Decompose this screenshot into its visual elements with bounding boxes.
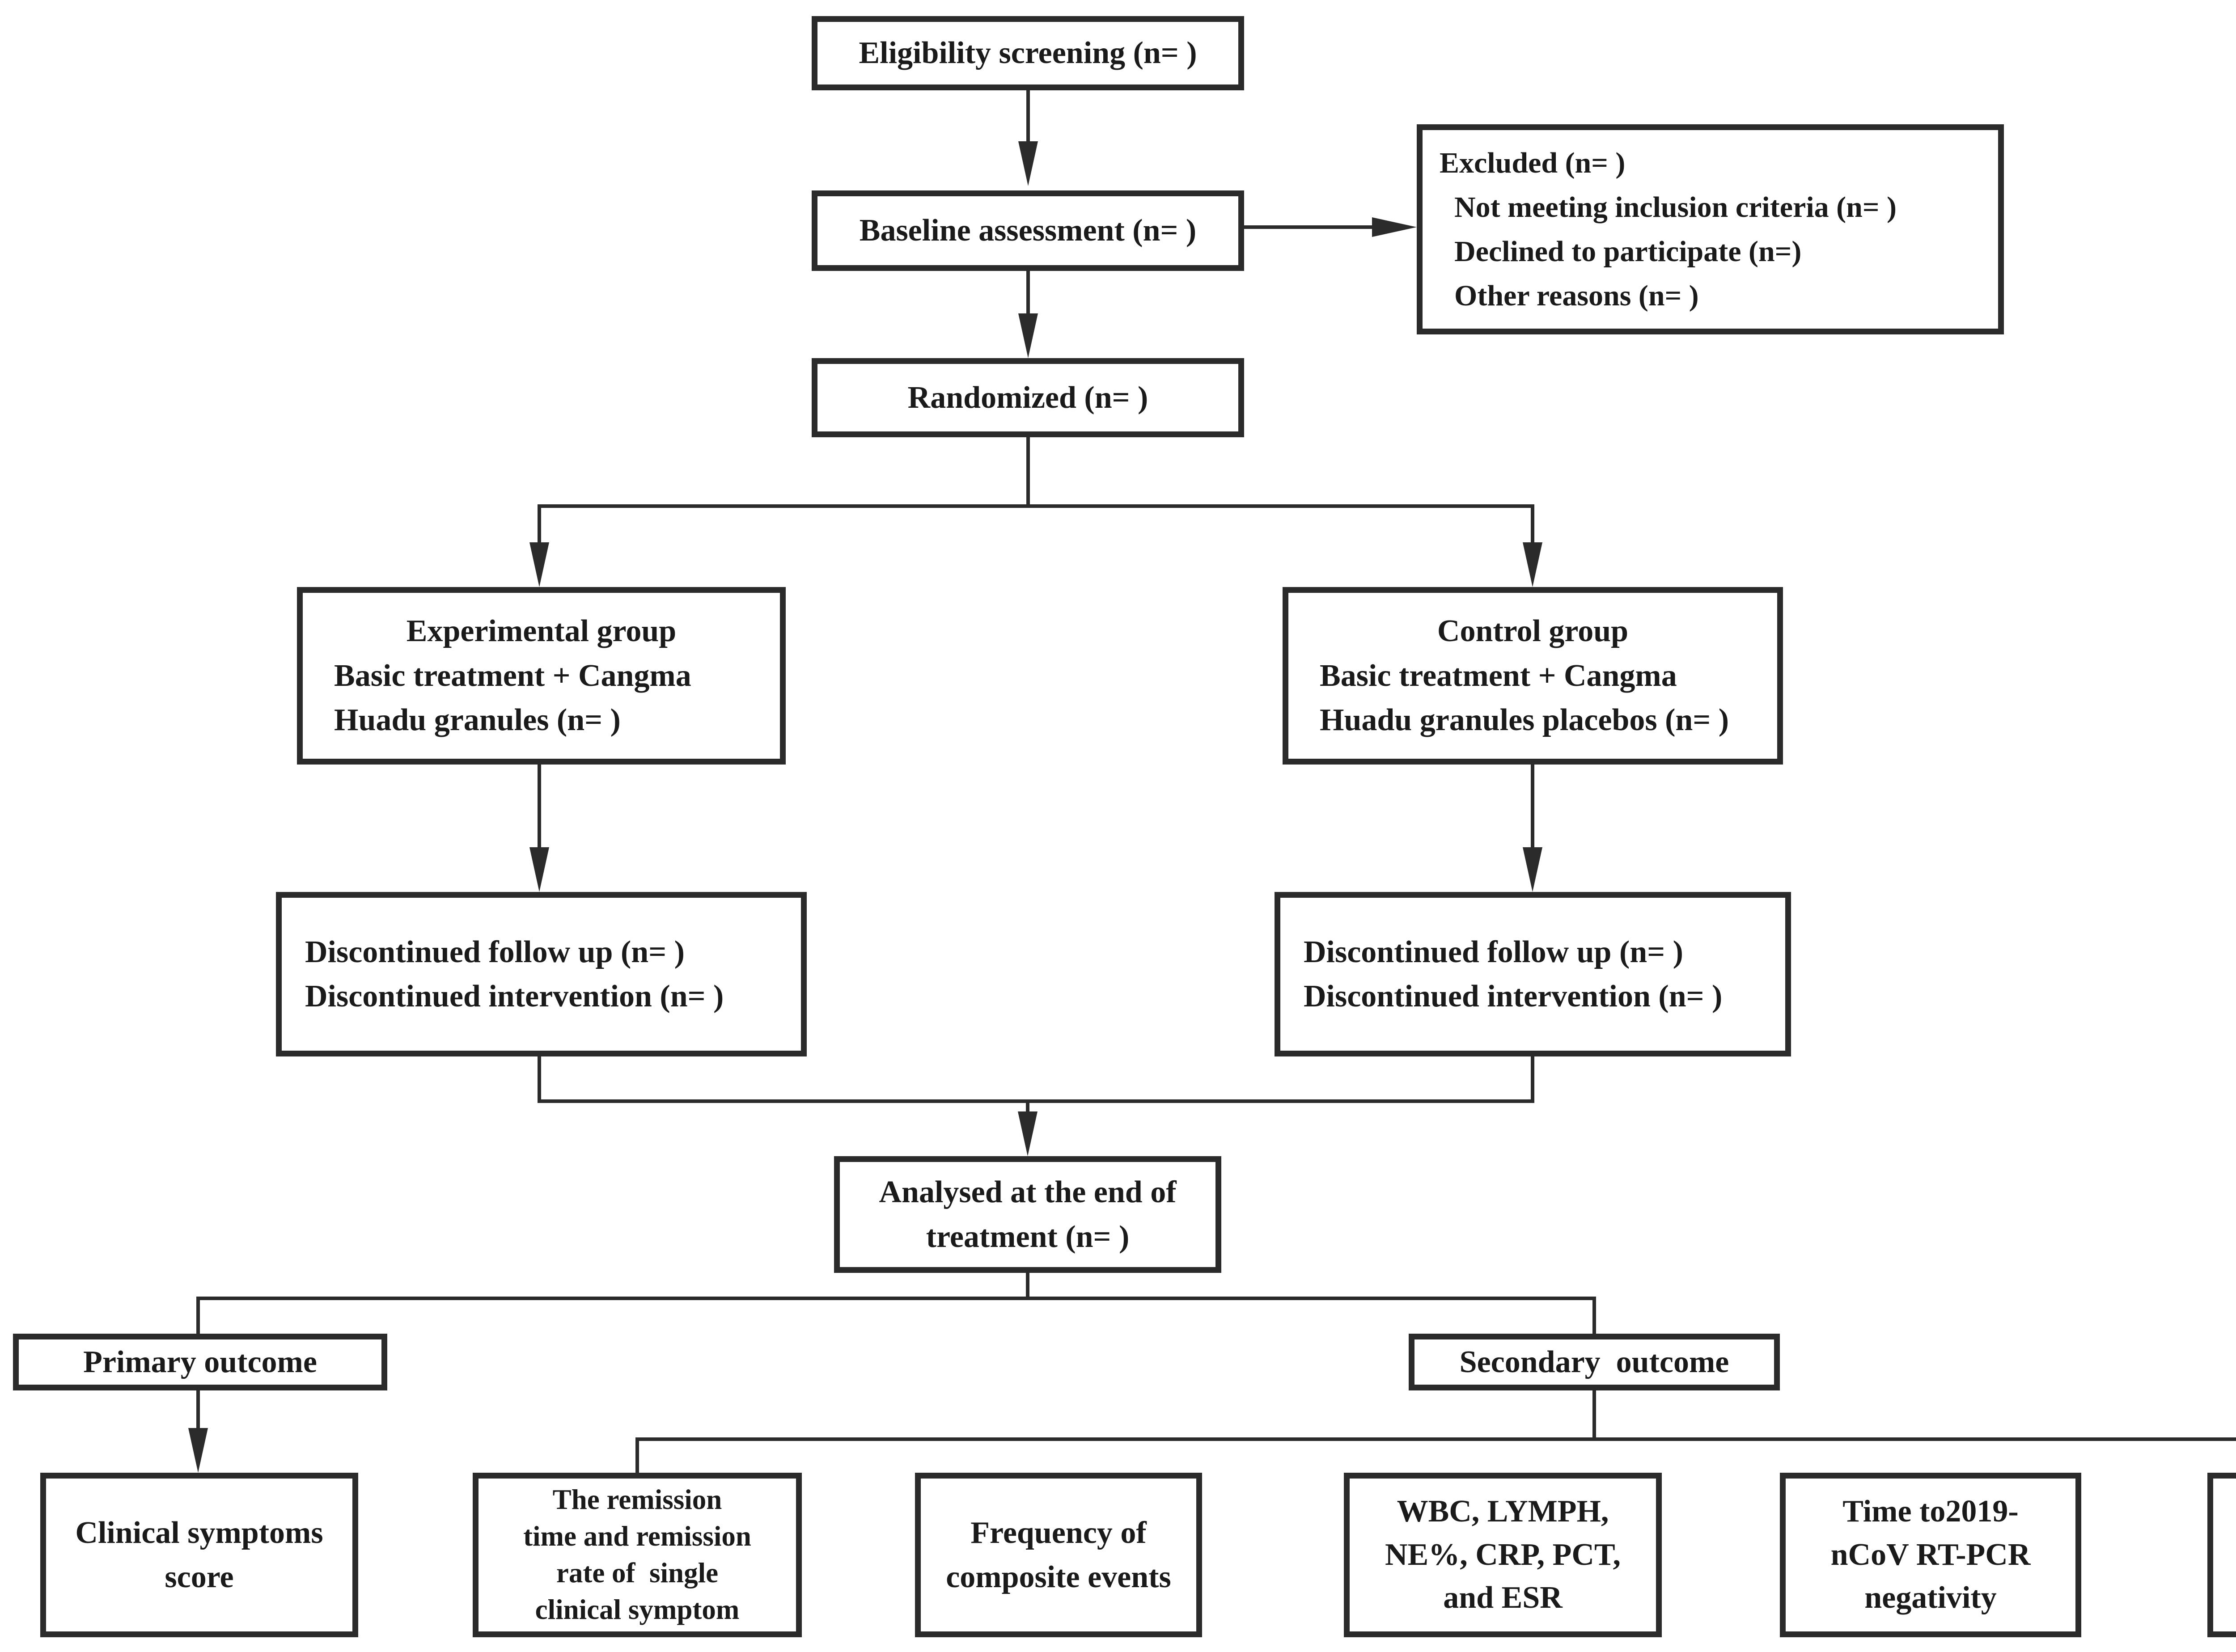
connector-secondary-branch — [635, 1437, 2236, 1441]
excluded-box: Excluded (n= ) Not meeting inclusion cri… — [1417, 124, 2004, 334]
primary-outcome-box: Primary outcome — [13, 1334, 387, 1390]
connector-baseline-randomized — [1026, 268, 1030, 315]
discontinued-right-box: Discontinued follow up (n= ) Discontinue… — [1275, 892, 1791, 1056]
arrow-down-icon — [1018, 141, 1038, 186]
connector-merge-analysed — [1026, 1101, 1029, 1115]
eligibility-screening-label: Eligibility screening (n= ) — [859, 36, 1197, 71]
connector-branch-primary — [196, 1298, 200, 1334]
connector-secondary-stem — [1592, 1390, 1596, 1441]
connector-baseline-excluded — [1244, 225, 1374, 229]
analysed-label: Analysed at the end of treatment (n= ) — [879, 1175, 1177, 1254]
experimental-group-box: Experimental group Basic treatment + Can… — [297, 587, 786, 765]
connector-discleft-merge — [538, 1056, 541, 1103]
connector-analysed-stem — [1026, 1273, 1029, 1300]
arrow-down-icon — [1523, 847, 1542, 892]
connector-branch-control — [1531, 506, 1534, 544]
connector-control-discontinued — [1531, 765, 1534, 849]
excluded-label: Excluded (n= ) Not meeting inclusion cri… — [1440, 147, 1897, 312]
connector-randomized-stem — [1026, 437, 1030, 508]
lab-indicators-label: WBC, LYMPH, NE%, CRP, PCT, and ESR — [1385, 1494, 1621, 1615]
control-group-box: Control group Basic treatment + Cangma H… — [1283, 587, 1783, 765]
arrow-down-icon — [529, 847, 549, 892]
connector-randomized-branch — [538, 504, 1534, 508]
clinical-symptoms-score-label: Clinical symptoms score — [75, 1515, 323, 1594]
discontinued-left-box: Discontinued follow up (n= ) Discontinue… — [276, 892, 807, 1056]
connector-branch-experimental — [538, 506, 541, 544]
serum-proteomics-box: Serum proteomics and metabolomics — [2207, 1473, 2236, 1637]
connector-experimental-discontinued — [538, 765, 541, 849]
frequency-composite-events-box: Frequency of composite events — [915, 1473, 1202, 1637]
primary-outcome-label: Primary outcome — [83, 1344, 317, 1379]
rt-pcr-negativity-box: Time to2019- nCoV RT-PCR negativity — [1780, 1473, 2081, 1637]
baseline-assessment-label: Baseline assessment (n= ) — [859, 213, 1197, 248]
experimental-group-title: Experimental group — [406, 614, 677, 649]
connector-merge-bar — [538, 1099, 1534, 1103]
connector-primary-clinical — [196, 1390, 200, 1431]
secondary-outcome-label: Secondary outcome — [1459, 1344, 1729, 1379]
randomized-label: Randomized (n= ) — [907, 380, 1148, 415]
secondary-outcome-box: Secondary outcome — [1409, 1334, 1780, 1390]
arrow-right-icon — [1372, 217, 1417, 237]
connector-branch-remission — [635, 1439, 639, 1473]
remission-label: The remission time and remission rate of… — [523, 1484, 751, 1625]
arrow-down-icon — [529, 542, 549, 587]
control-group-body: Basic treatment + Cangma Huadu granules … — [1320, 658, 1729, 738]
arrow-down-icon — [1523, 542, 1542, 587]
baseline-assessment-box: Baseline assessment (n= ) — [812, 190, 1244, 271]
clinical-symptoms-score-box: Clinical symptoms score — [40, 1473, 358, 1637]
randomized-box: Randomized (n= ) — [812, 358, 1244, 437]
discontinued-right-label: Discontinued follow up (n= ) Discontinue… — [1304, 934, 1723, 1014]
lab-indicators-box: WBC, LYMPH, NE%, CRP, PCT, and ESR — [1344, 1473, 1662, 1637]
eligibility-screening-box: Eligibility screening (n= ) — [812, 16, 1244, 90]
connector-discright-merge — [1531, 1056, 1534, 1103]
connector-branch-secondary — [1592, 1298, 1596, 1334]
frequency-composite-events-label: Frequency of composite events — [946, 1515, 1171, 1594]
control-group-title: Control group — [1437, 614, 1629, 649]
arrow-down-icon — [1018, 1111, 1038, 1156]
analysed-box: Analysed at the end of treatment (n= ) — [834, 1156, 1221, 1273]
connector-outcomes-branch — [196, 1297, 1596, 1300]
arrow-down-icon — [1018, 313, 1038, 358]
experimental-group-body: Basic treatment + Cangma Huadu granules … — [334, 658, 691, 738]
remission-box: The remission time and remission rate of… — [473, 1473, 802, 1637]
discontinued-left-label: Discontinued follow up (n= ) Discontinue… — [305, 934, 724, 1014]
connector-eligibility-baseline — [1026, 89, 1030, 144]
arrow-down-icon — [188, 1428, 208, 1473]
rt-pcr-negativity-label: Time to2019- nCoV RT-PCR negativity — [1830, 1494, 2031, 1615]
